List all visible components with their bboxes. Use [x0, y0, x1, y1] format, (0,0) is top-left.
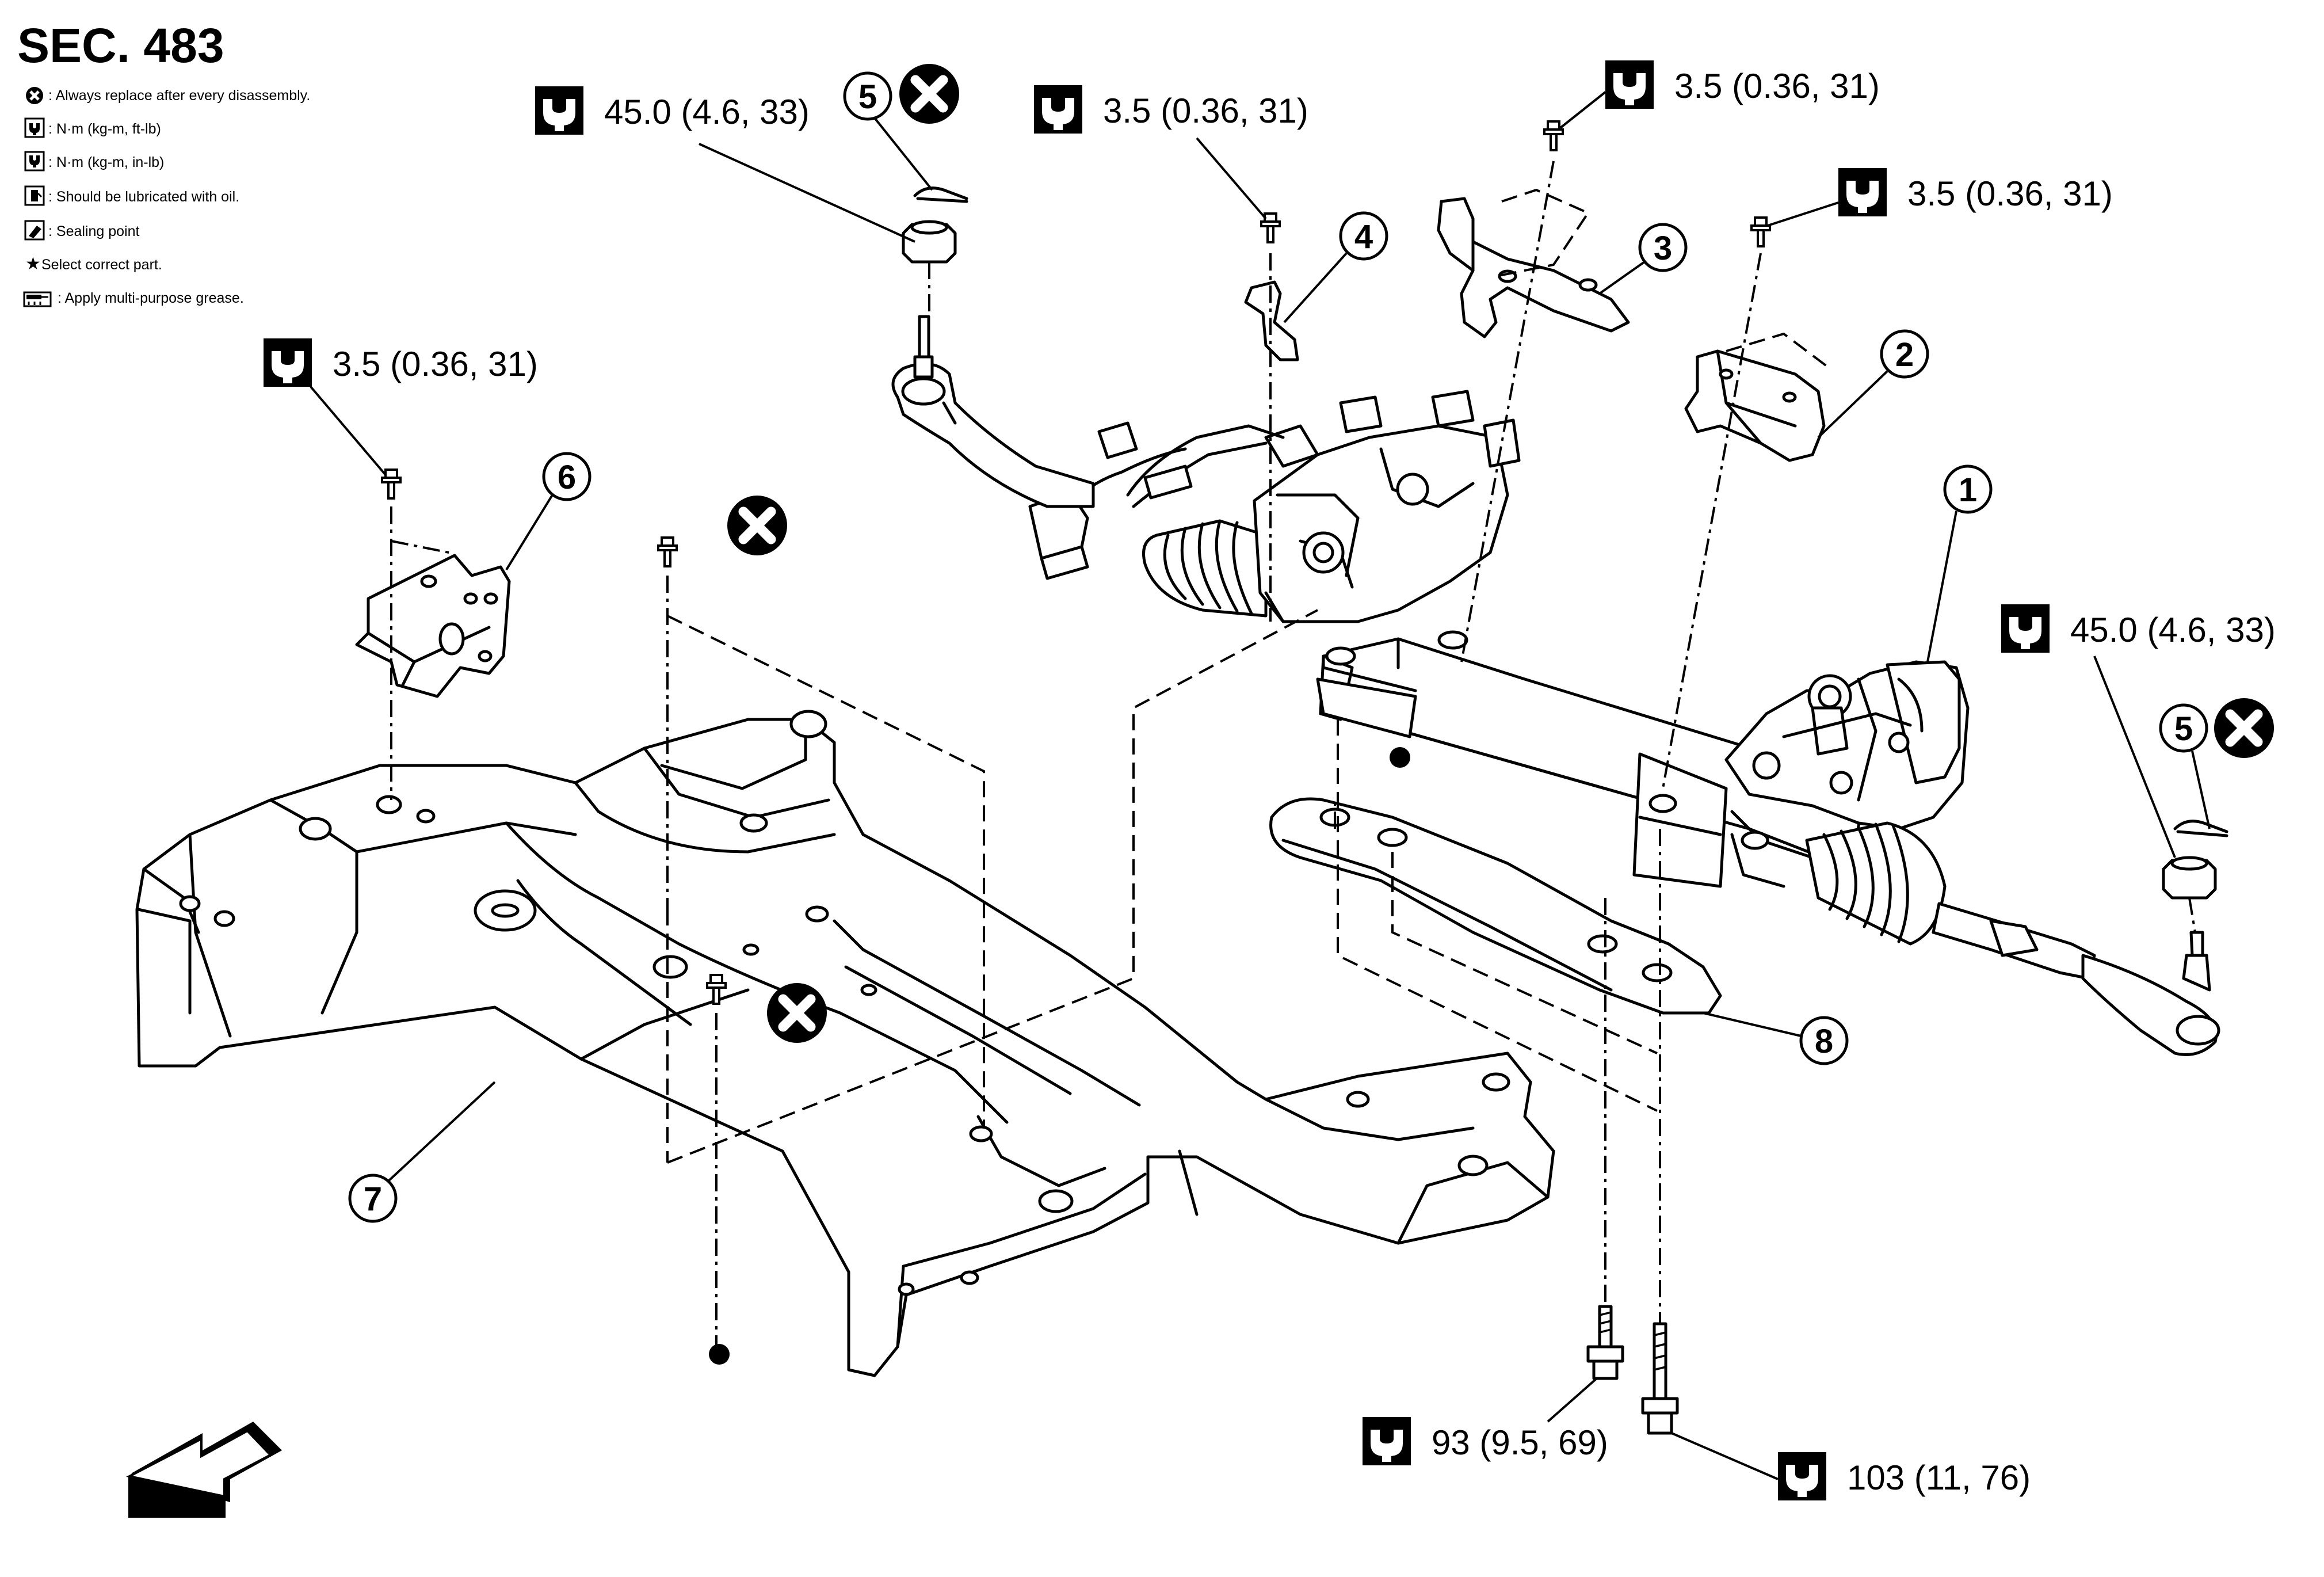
insulator-8 [1269, 797, 1722, 1015]
svg-text:5: 5 [858, 78, 877, 116]
torque-value: 3.5 (0.36, 31) [1103, 92, 1308, 130]
always-replace-icon [899, 64, 959, 124]
rack-mount-bolt-front [1586, 1305, 1624, 1380]
legend-text-star: Select correct part. [41, 257, 162, 273]
callout-4: 4 [1283, 211, 1388, 323]
callout-7: 7 [348, 1081, 496, 1223]
callout-1: 1 [1926, 464, 1993, 662]
torque-value: 3.5 (0.36, 31) [333, 345, 538, 383]
section-title: SEC. 483 [17, 18, 224, 73]
torque-wrench-icon [1363, 1417, 1411, 1465]
grease-icon [23, 291, 52, 307]
svg-text:6: 6 [558, 459, 576, 496]
torque-value: 3.5 (0.36, 31) [1674, 67, 1880, 105]
callout-5-left: 5 [843, 71, 933, 191]
bracket-2 [1684, 349, 1826, 462]
sealant-dot-icon [709, 1344, 730, 1365]
bracket-6 [355, 554, 511, 698]
callout-5-right: 5 [2159, 703, 2211, 829]
svg-text:3: 3 [1654, 230, 1672, 267]
assembly-guide-lines [390, 161, 2196, 1347]
torque-label-mount-front: 93 (9.5, 69) [1363, 1377, 1608, 1465]
torque-wrench-icon [2001, 604, 2050, 653]
svg-text:4: 4 [1354, 218, 1373, 256]
callout-8: 8 [1703, 1012, 1849, 1065]
rack-boot-left [1142, 519, 1268, 618]
torque-value: 93 (9.5, 69) [1432, 1423, 1608, 1462]
always-replace-icon [727, 496, 787, 555]
legend-text-lubricate: : Should be lubricated with oil. [48, 189, 239, 205]
legend-text-grease: : Apply multi-purpose grease. [58, 290, 244, 306]
nut-subframe-left [657, 536, 678, 567]
torque-label-bracket-4: 3.5 (0.36, 31) [1034, 85, 1308, 220]
bolt-bracket-3 [1543, 120, 1564, 151]
always-replace-icon [767, 983, 827, 1043]
torque-value: 45.0 (4.6, 33) [2070, 611, 2276, 649]
torque-wrench-icon [1605, 60, 1654, 109]
svg-text:1: 1 [1959, 471, 1977, 509]
svg-text:7: 7 [364, 1180, 382, 1218]
torque-nm-kgm-inlb-icon [24, 151, 45, 172]
sealant-dot-icon [1390, 747, 1410, 768]
legend: : Always replace after every disassembly… [23, 87, 310, 307]
torque-wrench-icon [264, 338, 312, 387]
front-direction-arrow-icon [126, 1422, 282, 1518]
torque-label-mount-rear: 103 (11, 76) [1671, 1432, 2031, 1500]
torque-label-bracket-6: 3.5 (0.36, 31) [264, 338, 538, 476]
torque-label-tie-rod-left: 45.0 (4.6, 33) [535, 86, 915, 243]
rack-mount-bolt-rear [1641, 1322, 1679, 1435]
torque-wrench-icon [535, 86, 583, 135]
tie-rod-nut-right [2162, 856, 2217, 900]
svg-text:8: 8 [1815, 1023, 1833, 1060]
legend-text-sealing: : Sealing point [48, 223, 140, 239]
cotter-pin-left [913, 186, 968, 203]
rack-boot-right [1805, 821, 1947, 946]
torque-wrench-icon [1838, 168, 1887, 216]
legend-text-replace: : Always replace after every disassembly… [48, 87, 310, 104]
torque-wrench-icon [1034, 85, 1082, 134]
svg-text:5: 5 [2174, 710, 2193, 748]
subframe-holes [179, 710, 1510, 1296]
torque-label-tie-rod-right: 45.0 (4.6, 33) [2001, 604, 2276, 858]
always-replace-icon [26, 87, 43, 104]
legend-text-ftlb: : N·m (kg-m, ft-lb) [48, 121, 161, 137]
torque-label-bracket-3: 3.5 (0.36, 31) [1559, 60, 1880, 129]
cotter-pin-right [2173, 820, 2228, 837]
callout-3: 3 [1598, 223, 1688, 295]
torque-value: 45.0 (4.6, 33) [604, 93, 810, 131]
steering-gear-assembly [891, 315, 2220, 1056]
callout-6: 6 [505, 452, 592, 571]
svg-text:2: 2 [1895, 336, 1914, 374]
star-icon: ★ [25, 254, 41, 273]
torque-nm-kgm-ftlb-icon [24, 117, 45, 138]
always-replace-icon [2214, 698, 2274, 758]
bolt-bracket-2 [1750, 216, 1771, 247]
torque-value: 103 (11, 76) [1847, 1458, 2031, 1497]
torque-value: 3.5 (0.36, 31) [1907, 174, 2113, 213]
torque-wrench-icon [1778, 1452, 1826, 1500]
legend-text-inlb: : N·m (kg-m, in-lb) [48, 154, 164, 170]
callout-2: 2 [1817, 329, 1929, 439]
torque-label-bracket-2: 3.5 (0.36, 31) [1767, 168, 2113, 227]
tie-rod-nut-left [902, 220, 957, 264]
sealing-point-icon [24, 220, 45, 241]
lubricate-oil-icon [24, 185, 45, 206]
